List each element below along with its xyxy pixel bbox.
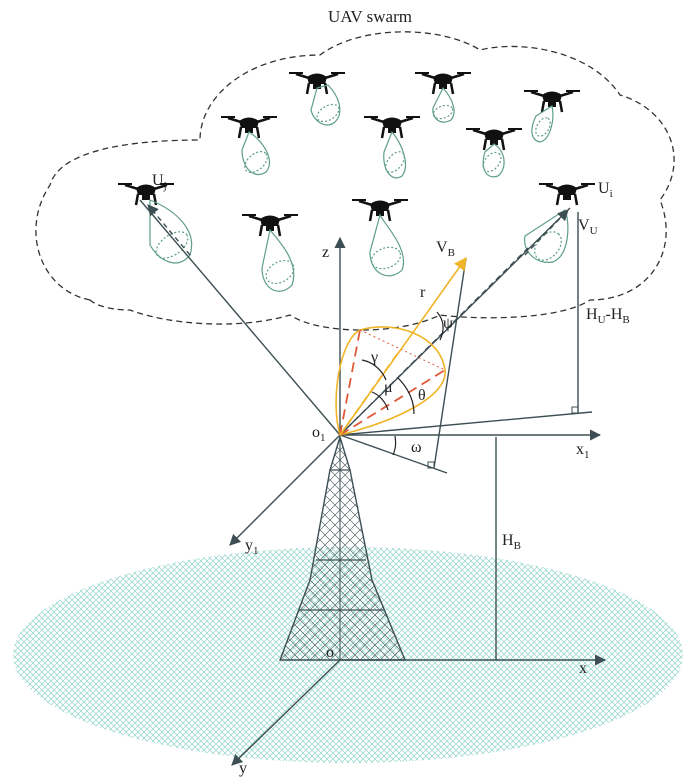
vb-drop-line — [433, 257, 467, 469]
diagram-title: UAV swarm — [328, 7, 412, 26]
coverage-cone-icon — [482, 143, 505, 178]
label-x1: x1 — [576, 441, 590, 461]
right-angle-marker — [571, 406, 579, 414]
quadcopter-drone-icon — [287, 71, 347, 96]
coverage-cone-icon — [524, 209, 569, 263]
y-axis — [231, 659, 341, 766]
angle-arc-mu — [371, 391, 389, 411]
quadcopter-drone-icon — [362, 115, 422, 140]
dashed-link-ui — [524, 209, 569, 256]
label-ui: Ui — [598, 180, 613, 200]
label-vu: VU — [578, 217, 598, 237]
coverage-cone-icon — [241, 131, 270, 176]
label-mu: μ — [384, 379, 393, 396]
beam-red-dash — [339, 329, 361, 436]
coverage-cone-icon — [369, 213, 405, 277]
quadcopter-drone-icon — [219, 115, 279, 140]
drone-group — [116, 71, 597, 238]
beam-vector-vb — [339, 256, 467, 436]
label-o: o — [326, 644, 334, 661]
label-psi: ψ — [443, 315, 453, 332]
coverage-cone-icon — [310, 84, 341, 126]
quadcopter-drone-icon — [464, 127, 524, 152]
coverage-cone-icon — [383, 130, 406, 179]
coverage-cone-icon — [531, 105, 554, 143]
quadcopter-drone-icon — [413, 71, 473, 96]
y1-axis — [229, 434, 341, 546]
label-o1: o1 — [312, 424, 326, 444]
right-angle-marker — [427, 461, 435, 469]
link-line-uj — [139, 199, 341, 436]
beam-cone-outline — [335, 326, 446, 436]
label-gamma: γ — [370, 349, 378, 366]
angle-arc-gamma — [361, 359, 387, 381]
angle-arc-psi — [436, 311, 444, 341]
label-y: y — [239, 760, 247, 777]
beam-edge-line — [359, 329, 446, 371]
label-r: r — [420, 284, 426, 301]
label-height-diff: HU-HB — [586, 306, 630, 326]
dashed-link-uj — [147, 204, 191, 256]
label-omega: ω — [411, 439, 422, 456]
label-y1: y1 — [245, 537, 259, 557]
quadcopter-drone-icon — [537, 182, 597, 207]
quadcopter-drone-icon — [350, 198, 410, 223]
dashed-beam-line — [339, 247, 529, 436]
angle-arc-theta — [397, 377, 415, 415]
beam-red-dash — [339, 369, 446, 436]
label-x: x — [579, 660, 587, 677]
label-hb: HB — [502, 532, 521, 552]
label-z: z — [322, 244, 329, 261]
coverage-cone-icon — [261, 228, 295, 292]
label-theta: θ — [418, 387, 426, 404]
angle-arc-omega — [392, 435, 397, 456]
label-uj: Uj — [152, 172, 167, 192]
horizontal-projection-line — [339, 411, 593, 436]
label-vb: VB — [436, 239, 455, 259]
coverage-cone-icon — [432, 86, 455, 123]
coverage-cones — [149, 84, 569, 292]
